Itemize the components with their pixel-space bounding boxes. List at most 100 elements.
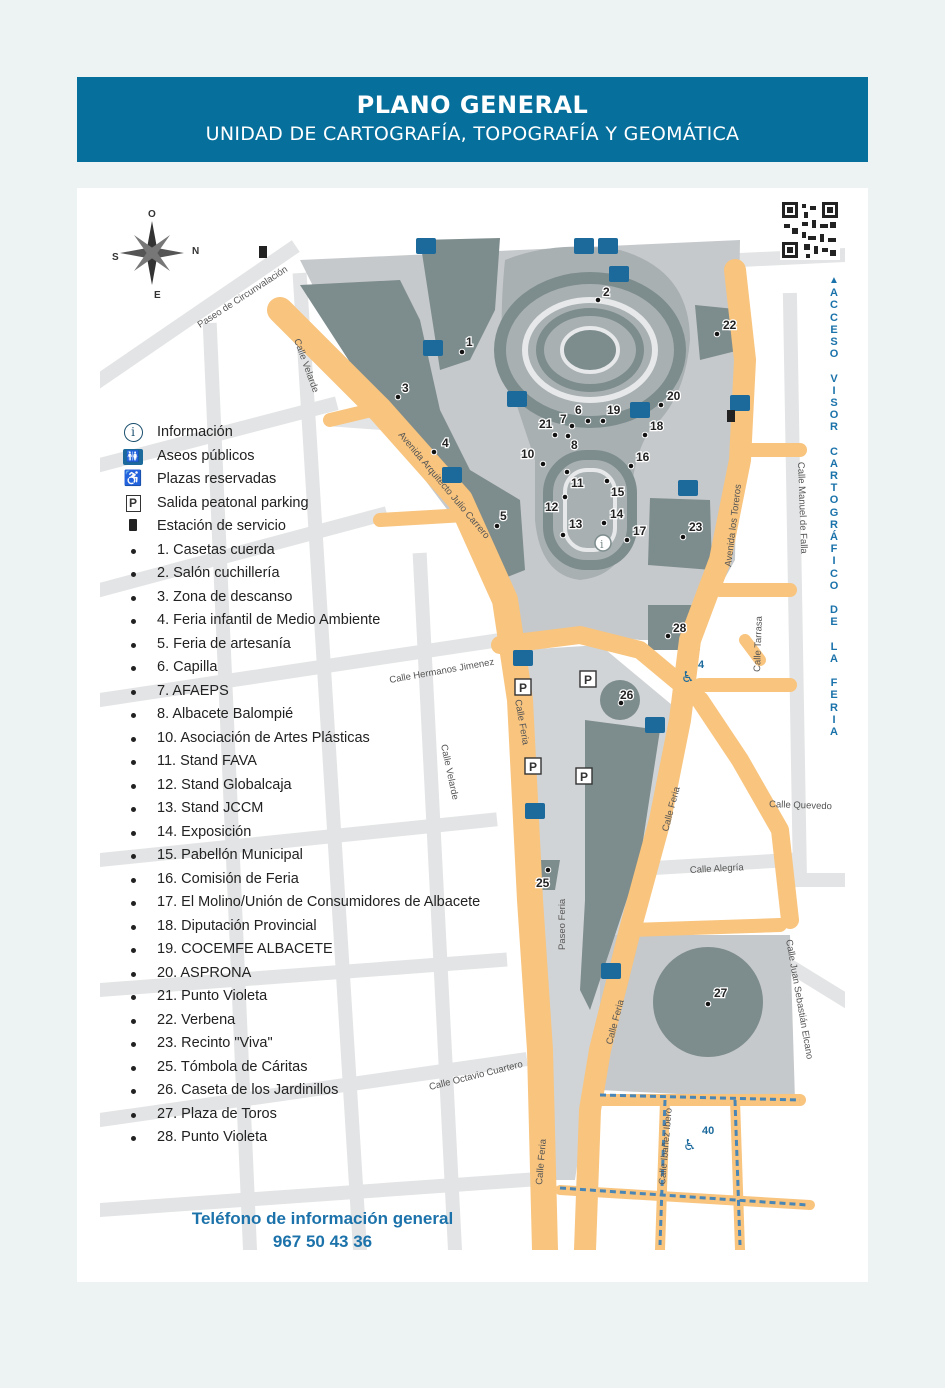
restroom-icon xyxy=(630,402,650,418)
marker-dot-3[interactable] xyxy=(394,393,402,401)
restroom-icon xyxy=(601,963,621,979)
marker-label-5[interactable]: 5 xyxy=(499,508,509,525)
legend-item-label: 17. El Molino/Unión de Consumidores de A… xyxy=(157,894,481,910)
bullet-icon xyxy=(130,713,136,718)
marker-label-3[interactable]: 3 xyxy=(401,380,411,397)
marker-dot-6[interactable] xyxy=(584,417,592,425)
marker-label-26[interactable]: 26 xyxy=(619,687,635,704)
marker-dot-18[interactable] xyxy=(641,431,649,439)
legend-item: 23. Recinto "Viva" xyxy=(122,1033,542,1057)
vertical-letter: F xyxy=(830,677,838,690)
legend-item: 19. COCEMFE ALBACETE xyxy=(122,939,542,963)
legend-item-label: 12. Stand Globalcaja xyxy=(157,776,292,793)
compass-n: N xyxy=(192,246,199,257)
legend-label: Información xyxy=(157,424,233,440)
vertical-letter: F xyxy=(830,543,838,556)
marker-label-6[interactable]: 6 xyxy=(574,402,584,419)
reserved-count-4: 4 xyxy=(698,659,705,671)
marker-dot-25[interactable] xyxy=(544,866,552,874)
marker-dot-15[interactable] xyxy=(603,477,611,485)
marker-dot-11[interactable] xyxy=(563,468,571,476)
bullet-icon xyxy=(130,1112,136,1118)
marker-label-19[interactable]: 19 xyxy=(606,402,622,419)
marker-label-27[interactable]: 27 xyxy=(713,985,729,1002)
marker-label-17[interactable]: 17 xyxy=(632,523,648,540)
marker-dot-7[interactable] xyxy=(568,422,576,430)
phone-number[interactable]: 967 50 43 36 xyxy=(272,1232,373,1251)
marker-label-15[interactable]: 15 xyxy=(610,484,626,501)
marker-dot-16[interactable] xyxy=(627,462,635,470)
marker-dot-2[interactable] xyxy=(594,296,602,304)
marker-dot-23[interactable] xyxy=(679,533,687,541)
legend-item-label: 19. COCEMFE ALBACETE xyxy=(157,941,333,957)
marker-label-12[interactable]: 12 xyxy=(544,499,560,516)
legend-item: 5. Feria de artesanía xyxy=(122,634,542,658)
restroom-icon xyxy=(513,650,533,666)
marker-dot-13[interactable] xyxy=(559,531,567,539)
marker-dot-5[interactable] xyxy=(493,522,501,530)
legend-item: 4. Feria infantil de Medio Ambiente xyxy=(122,610,542,634)
marker-label-16[interactable]: 16 xyxy=(635,449,651,466)
marker-dot-19[interactable] xyxy=(599,417,607,425)
vertical-letter: O xyxy=(829,409,839,422)
marker-label-1[interactable]: 1 xyxy=(465,334,475,351)
marker-label-23[interactable]: 23 xyxy=(688,519,704,536)
bullet-icon xyxy=(130,548,136,554)
marker-label-13[interactable]: 13 xyxy=(568,516,584,533)
marker-dot-27[interactable] xyxy=(704,1000,712,1008)
legend-item: 7. AFAEPS xyxy=(122,681,542,705)
marker-dot-10[interactable] xyxy=(539,460,547,468)
marker-label-4[interactable]: 4 xyxy=(441,435,451,452)
marker-dot-26[interactable] xyxy=(617,699,625,707)
legend-item-label: 26. Caseta de los Jardinillos xyxy=(157,1082,339,1098)
qr-code[interactable] xyxy=(780,200,840,260)
vertical-letter: O xyxy=(829,494,839,507)
marker-label-18[interactable]: 18 xyxy=(649,418,665,435)
marker-dot-22[interactable] xyxy=(713,330,721,338)
arrow-up-icon: ▲ xyxy=(829,275,839,286)
street-calle-alegria: Calle Alegría xyxy=(690,862,745,876)
marker-dot-17[interactable] xyxy=(623,536,631,544)
legend-label: Aseos públicos xyxy=(157,447,255,464)
bullet-icon xyxy=(130,760,136,765)
marker-label-20[interactable]: 20 xyxy=(666,388,682,405)
marker-label-2[interactable]: 2 xyxy=(602,284,612,301)
accessible-icon: ♿ xyxy=(681,668,694,686)
bullet-icon xyxy=(130,736,136,742)
street-calle-manuel-de-falla: Calle Manuel de Falla xyxy=(795,462,809,555)
page-title: PLANO GENERAL xyxy=(356,91,589,119)
marker-label-10[interactable]: 10 xyxy=(520,446,536,463)
marker-label-7[interactable]: 7 xyxy=(559,411,569,428)
marker-dot-21[interactable] xyxy=(551,431,559,439)
marker-label-22[interactable]: 22 xyxy=(722,317,738,334)
marker-dot-4[interactable] xyxy=(430,448,438,456)
marker-label-11[interactable]: 11 xyxy=(570,475,586,492)
marker-dot-20[interactable] xyxy=(657,401,665,409)
vertical-letter: R xyxy=(830,470,838,483)
vertical-letter: C xyxy=(830,299,838,312)
restroom-icon xyxy=(416,238,436,254)
legend-item-label: 25. Tómbola de Cáritas xyxy=(157,1058,308,1075)
marker-dot-1[interactable] xyxy=(458,348,466,356)
street-calle-feria-4: Calle Feria xyxy=(534,1138,549,1185)
marker-dot-28[interactable] xyxy=(664,632,672,640)
legend-item: 20. ASPRONA xyxy=(122,963,542,987)
bullet-icon xyxy=(130,595,136,601)
marker-label-8[interactable]: 8 xyxy=(570,437,580,454)
vertical-letter: R xyxy=(830,518,838,531)
marker-dot-12[interactable] xyxy=(561,493,569,501)
marker-label-14[interactable]: 14 xyxy=(609,506,625,523)
marker-label-21[interactable]: 21 xyxy=(538,416,554,433)
marker-dot-14[interactable] xyxy=(600,519,608,527)
restroom-icon xyxy=(442,467,462,483)
restroom-icon xyxy=(645,717,665,733)
marker-label-28[interactable]: 28 xyxy=(672,620,688,637)
marker-dot-8[interactable] xyxy=(564,432,572,440)
marker-label-25[interactable]: 25 xyxy=(535,875,551,892)
header-banner: PLANO GENERAL UNIDAD DE CARTOGRAFÍA, TOP… xyxy=(77,77,868,162)
parking-icon xyxy=(514,678,532,696)
vertical-letter: E xyxy=(830,689,838,702)
vertical-letter xyxy=(826,665,842,677)
